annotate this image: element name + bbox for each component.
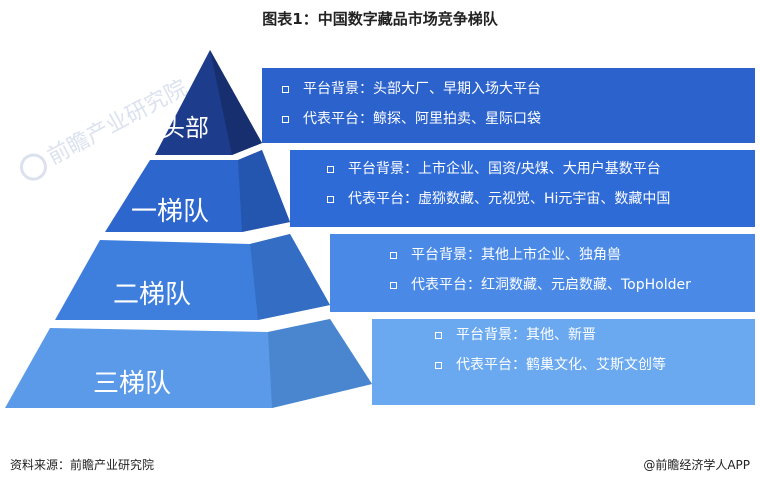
square-bullet-icon	[327, 195, 334, 203]
tier-side-top	[210, 50, 262, 155]
tier-text-top: 平台背景：头部大厂、早期入场大平台 代表平台：鲸探、阿里拍卖、星际口袋	[282, 74, 541, 134]
square-bullet-icon	[435, 331, 442, 339]
tier-side-1	[238, 150, 290, 232]
bullet-text: 代表平台：虚猕数藏、元视觉、Hi元宇宙、数藏中国	[348, 191, 671, 207]
square-bullet-icon	[435, 361, 442, 369]
bullet-row: 代表平台：红洞数藏、元启数藏、TopHolder	[390, 270, 691, 300]
tier-side-3	[268, 319, 372, 408]
square-bullet-icon	[390, 251, 397, 259]
tier-text-2: 平台背景：其他上市企业、独角兽 代表平台：红洞数藏、元启数藏、TopHolder	[390, 240, 691, 300]
credit-note: @前瞻经济学人APP	[643, 458, 750, 472]
tier-text-1: 平台背景：上市企业、国资/央煤、大用户基数平台 代表平台：虚猕数藏、元视觉、Hi…	[327, 154, 670, 214]
bullet-row: 平台背景：其他、新晋	[435, 320, 666, 350]
bullet-row: 代表平台：鲸探、阿里拍卖、星际口袋	[282, 104, 541, 134]
tier-label-1: 一梯队	[131, 197, 209, 227]
bullet-row: 代表平台：鹤巢文化、艾斯文创等	[435, 350, 666, 380]
bullet-text: 平台背景：其他上市企业、独角兽	[411, 247, 621, 263]
bullet-text: 平台背景：头部大厂、早期入场大平台	[303, 81, 541, 97]
tier-label-top: 头部	[161, 114, 209, 142]
source-note: 资料来源：前瞻产业研究院	[10, 458, 155, 472]
bullet-row: 平台背景：头部大厂、早期入场大平台	[282, 74, 541, 104]
square-bullet-icon	[390, 281, 397, 289]
bullet-row: 平台背景：其他上市企业、独角兽	[390, 240, 691, 270]
tier-band-top	[262, 68, 755, 143]
tier-band-1	[290, 150, 755, 227]
bullet-text: 平台背景：上市企业、国资/央煤、大用户基数平台	[348, 161, 661, 177]
tier-label-3: 三梯队	[93, 369, 171, 399]
bullet-text: 代表平台：鲸探、阿里拍卖、星际口袋	[303, 111, 541, 127]
square-bullet-icon	[282, 85, 289, 93]
square-bullet-icon	[327, 165, 334, 173]
bullet-text: 代表平台：鹤巢文化、艾斯文创等	[456, 357, 666, 373]
square-bullet-icon	[282, 115, 289, 123]
bullet-text: 代表平台：红洞数藏、元启数藏、TopHolder	[411, 277, 691, 293]
tier-text-3: 平台背景：其他、新晋 代表平台：鹤巢文化、艾斯文创等	[435, 320, 666, 380]
tier-label-2: 二梯队	[113, 280, 191, 310]
tier-band-2	[330, 234, 755, 312]
page-title: 图表1：中国数字藏品市场竞争梯队	[262, 10, 498, 28]
bullet-text: 平台背景：其他、新晋	[456, 327, 596, 343]
bullet-row: 代表平台：虚猕数藏、元视觉、Hi元宇宙、数藏中国	[327, 184, 670, 214]
bullet-row: 平台背景：上市企业、国资/央煤、大用户基数平台	[327, 154, 670, 184]
tier-side-2	[250, 234, 330, 320]
tier-band-3	[372, 319, 755, 405]
